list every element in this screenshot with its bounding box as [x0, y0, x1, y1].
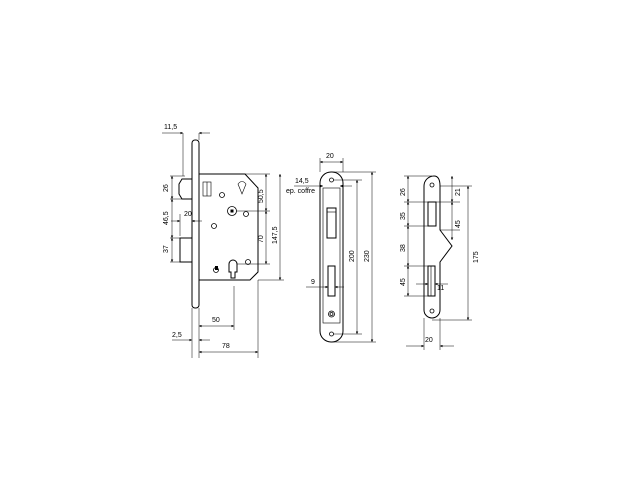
strike-latch-opening — [427, 201, 437, 227]
strike-bolt-opening-label: 45 — [400, 278, 407, 286]
cylinder-cutout — [228, 259, 238, 279]
latch-bolt — [178, 178, 193, 200]
spindle-to-cylinder-label: 70 — [258, 235, 265, 243]
backset-label: 50 — [212, 317, 220, 324]
case-depth-note: ep. coffre — [286, 188, 315, 195]
overall-width-label: 78 — [222, 343, 230, 350]
case-screw-mid — [211, 223, 217, 229]
latch-height-label: 26 — [163, 184, 170, 192]
strike-gap-label: 38 — [400, 244, 407, 252]
latch-slot — [326, 207, 337, 239]
latch-offset-label: 46,5 — [163, 211, 170, 225]
slot-width-label: 9 — [311, 279, 315, 286]
strike-bolt-width-label: 11 — [437, 285, 444, 292]
case-height-label: 147,5 — [272, 226, 279, 244]
spindle-boss — [243, 211, 249, 217]
screw-spacing-label: 200 — [349, 250, 356, 262]
top-to-spindle-label: 50,5 — [258, 189, 265, 203]
faceplate-offset-label: 2,5 — [172, 332, 182, 339]
strike-latch-opening-label: 35 — [400, 212, 407, 220]
lock-faceplate-edge — [191, 139, 200, 309]
deadbolt — [179, 237, 193, 263]
faceplate-width-label: 20 — [326, 153, 334, 160]
faceplate-case-outline — [322, 187, 341, 324]
strike-width-label: 20 — [425, 337, 433, 344]
strike-top-label: 26 — [400, 188, 407, 196]
strike-screw-top — [429, 182, 435, 188]
hook-slot — [237, 181, 247, 195]
deadbolt-height-label: 37 — [163, 245, 170, 253]
case-depth-label: 14,5 — [295, 178, 309, 185]
faceplate-thickness-label: 11,5 — [164, 124, 177, 131]
lock-body-view: 11,5 26 46,5 37 20 50,5 — [162, 124, 284, 358]
strike-plate-view: 26 35 38 45 21 45 11 175 — [400, 175, 480, 350]
case-screw-right — [245, 259, 251, 265]
deadbolt-slot — [327, 265, 336, 297]
faceplate-dimensions: 20 14,5 ep. coffre 9 200 230 — [286, 153, 376, 343]
strike-total-height-label: 175 — [473, 251, 480, 263]
case-screw-top — [219, 192, 225, 198]
total-height-label: 230 — [364, 250, 371, 262]
faceplate-view: 20 14,5 ep. coffre 9 200 230 — [286, 153, 376, 343]
strike-right-top-label: 21 — [455, 188, 462, 196]
strike-plate-outline — [423, 175, 453, 319]
deadbolt-depth-label: 20 — [184, 211, 192, 218]
strike-screw-bottom — [429, 308, 435, 314]
faceplate-screw-top — [329, 177, 334, 183]
strike-right-mid-label: 45 — [455, 220, 462, 228]
strike-plate-dimensions: 26 35 38 45 21 45 11 175 — [400, 175, 480, 350]
faceplate-screw-bottom — [329, 331, 334, 337]
lock-body-dimensions: 11,5 26 46,5 37 20 50,5 — [162, 124, 284, 358]
strike-bolt-opening — [427, 265, 436, 297]
